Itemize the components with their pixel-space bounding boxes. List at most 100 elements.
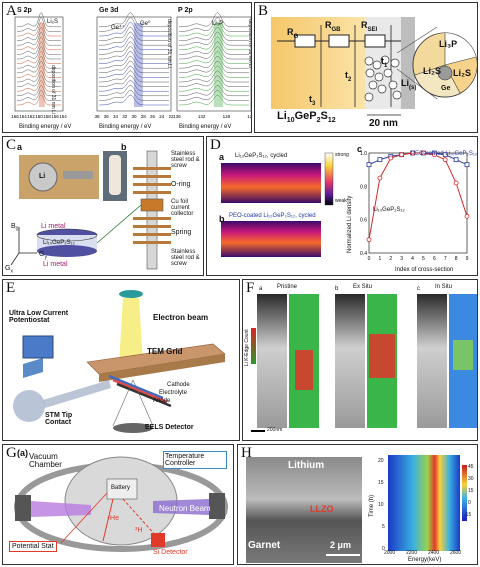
d-point-circle (464, 213, 470, 219)
a-spectrum-trace (17, 41, 61, 55)
panel-e: E Ultra Low Current Potentiostat Electro… (2, 279, 240, 441)
neutron-setup (14, 456, 228, 552)
tem-setup (13, 290, 226, 433)
b-r2: RGB (325, 20, 341, 33)
a-spectrum-trace (179, 75, 249, 87)
e-eels: EELS Detector (145, 424, 194, 431)
a-spectrum-trace (99, 80, 169, 92)
d-sub-a: a (219, 152, 225, 162)
a-spectrum-trace (99, 16, 169, 32)
g-detector: Si Detector (153, 549, 188, 556)
eels-maps (251, 294, 477, 432)
d-xtick-label: 0 (368, 256, 371, 262)
d-ylabel: Normalized Li density (347, 195, 353, 253)
a2-side-label: deposition of 31 nm Li (166, 19, 172, 68)
c-label-cu: Cu foil current collector (171, 199, 194, 217)
panel-a-label: A (6, 3, 17, 19)
a-spectrum-trace (179, 36, 249, 51)
d-point-square (442, 152, 448, 158)
a-spectrum-trace (179, 46, 249, 60)
d-xtick-label: 9 (466, 256, 469, 262)
b-formula: Li10GeP2S12 (277, 110, 336, 125)
a-spectrum-trace (17, 94, 61, 106)
panel-f-label: F (246, 280, 255, 296)
a-spectrum-trace (179, 12, 249, 28)
g-he4: ⁴He (107, 515, 119, 522)
b-circle-li2s-2: Li₂S (453, 68, 471, 78)
a2-peak-label-2: Ge⁰ (140, 21, 151, 27)
c-label-top: Stainless steel rod & screw (171, 151, 200, 169)
a-tick-label: 38 (94, 114, 100, 119)
a-spectrum-trace (99, 31, 169, 46)
d-point-square (464, 162, 470, 168)
c-stack-bottom: Li metal (43, 261, 68, 268)
b-t2: t2 (345, 70, 352, 83)
a-spectrum-trace (99, 84, 169, 97)
f-axis: Li K-Edge Count (244, 329, 250, 366)
d-point-circle (366, 237, 372, 243)
d-xtick-label: 3 (400, 256, 403, 262)
a-spectrum-trace (99, 12, 169, 28)
h-xtick-2000: 2000 (384, 550, 396, 556)
h-scale: 2 μm (330, 540, 352, 550)
panel-g: G (a) Vacuum Chamber Temperature Control… (2, 444, 234, 565)
f-sub-c: c (417, 286, 420, 292)
a-spectrum-trace (99, 26, 169, 41)
a-spectrum-trace (17, 46, 61, 60)
a-spectrum-trace (17, 80, 61, 92)
a-spectrum-trace (179, 60, 249, 74)
e-stm: STM Tip Contact (45, 412, 73, 426)
d-ytick-label: 0.6 (360, 218, 367, 224)
panel-h: H (237, 444, 478, 565)
c-axis-gy: Gy (39, 251, 47, 261)
a-spectrum-trace (17, 50, 61, 64)
a-spectrum-trace (179, 55, 249, 69)
f-scale: 200nm (267, 427, 283, 433)
a-tick-label: 30 (131, 114, 137, 119)
d-point-circle (421, 150, 426, 156)
a-spectrum-trace (17, 70, 61, 83)
a-spectrum-trace (99, 55, 169, 69)
h-garnet: Garnet (248, 540, 281, 551)
a1-xlabel: Binding energy / eV (19, 124, 72, 130)
g-h3: ³H (135, 527, 143, 534)
a-spectrum-trace (17, 12, 61, 28)
b-r1: RG (287, 27, 299, 40)
d-ytick-label: 1.0 (360, 151, 367, 157)
a-tick-label: 24 (159, 114, 165, 119)
b-circle-li2s-1: Li₂S (423, 66, 441, 76)
f-sub-b: b (335, 286, 339, 292)
d-ytick-label: 0.8 (360, 184, 367, 190)
c-axis-gx: Gx (5, 265, 13, 275)
g-battery: Battery (111, 485, 131, 491)
h-xlabel: Energy(keV) (408, 557, 442, 563)
d-point-square (366, 162, 372, 168)
a-tick-label: 32 (122, 114, 128, 119)
panel-h-label: H (241, 445, 252, 461)
h-xtick-2600: 2600 (450, 550, 462, 556)
cell-diagram (10, 150, 171, 270)
d-xtick-label: 5 (422, 256, 425, 262)
a-spectrum-trace (179, 21, 249, 37)
h-cbar-30: 30 (468, 476, 474, 482)
panel-d-label: D (210, 137, 221, 153)
d-cbar-weak: weak (335, 198, 347, 204)
d-legend-peo: PEO-coated Li₁₀GeP₂S₁₂ (411, 151, 478, 157)
panel-c-label: C (6, 137, 17, 153)
d-point-circle (431, 152, 437, 158)
d-series-line (368, 152, 468, 240)
b-scale: 20 nm (369, 118, 398, 129)
a-highlight-band (214, 23, 223, 107)
g-sub: (a) (17, 448, 28, 458)
a-spectrum-trace (99, 75, 169, 87)
a1-title: S 2p (17, 7, 32, 14)
d-point-circle (410, 150, 415, 156)
c-axis-b0: B0 (11, 223, 19, 233)
d-cbar-strong: strong (335, 152, 349, 158)
c-sub-a: a (17, 142, 23, 152)
h-ytick-15: 15 (378, 480, 384, 486)
d-xtick-label: 4 (411, 256, 414, 262)
c-label-bottom: Stainless steel rod & screw (171, 249, 200, 267)
a-tick-label: 128 (223, 114, 231, 119)
